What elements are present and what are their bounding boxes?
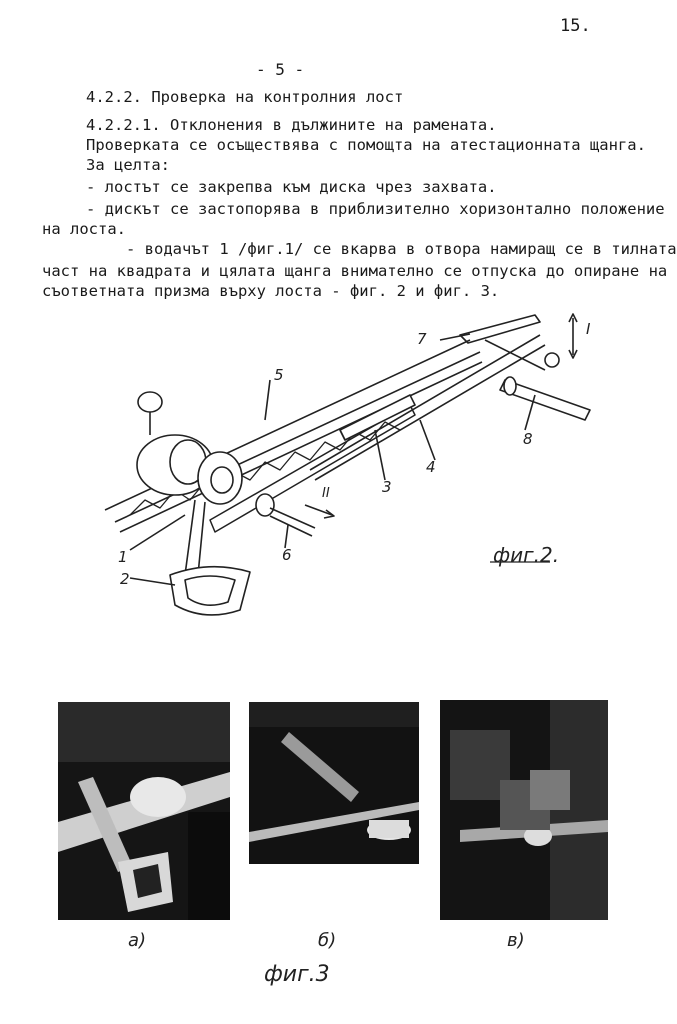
block-3	[339, 394, 416, 441]
label-I: I	[586, 320, 591, 338]
label-II: II	[322, 486, 330, 501]
photo-b-label: б)	[318, 930, 337, 951]
rod-8	[499, 379, 591, 421]
beam-lower-rail	[119, 361, 483, 533]
top-knob	[137, 391, 163, 413]
label-4: 4	[426, 458, 436, 476]
text-line: - водачът 1 /фиг.1/ се вкарва в отвора н…	[126, 240, 677, 258]
lever	[184, 499, 196, 576]
label-5: 5	[274, 366, 284, 384]
label-3: 3	[382, 478, 392, 496]
figure-3-caption: фиг.3	[264, 962, 330, 987]
knob-right	[544, 352, 560, 368]
text-line: - лостът се закрепва към диска чрез захв…	[86, 178, 497, 196]
figure-2-drawing	[104, 313, 591, 616]
label-7: 7	[417, 330, 427, 348]
photo-a	[58, 702, 230, 920]
text-line: съответната призма върху лоста - фиг. 2 …	[42, 282, 500, 300]
top-crossbar	[459, 314, 541, 344]
subsection-heading: 4.2.2.1. Отклонения в дължините на рамен…	[86, 116, 497, 134]
guide-rod-lower	[314, 344, 546, 481]
text-line: Проверката се осъществява с помощта на а…	[86, 136, 646, 154]
crossbar-arm	[484, 339, 546, 371]
guide-rod-upper	[309, 334, 541, 471]
label-1: 1	[118, 548, 128, 566]
figure-2-caption: фиг.2.	[493, 543, 560, 567]
photo-c-label: в)	[507, 930, 525, 951]
section-heading: 4.2.2. Проверка на контролния лост	[86, 88, 404, 106]
page-center-number: - 5 -	[256, 60, 305, 79]
arrow-II	[304, 504, 333, 516]
text-line: За целта:	[86, 156, 170, 174]
text-line: - дискът се застопорява в приблизително …	[86, 200, 665, 218]
photo-a-label: а)	[128, 930, 147, 951]
disc-front-hub	[210, 466, 234, 494]
label-6: 6	[282, 546, 292, 564]
label-2: 2	[120, 570, 130, 588]
text-line: на лоста.	[42, 220, 126, 238]
label-8: 8	[523, 430, 533, 448]
disc-front	[197, 451, 243, 505]
support-rail	[209, 404, 416, 533]
handle-2	[169, 565, 251, 616]
page-number: 15.	[560, 16, 591, 36]
photo-b	[249, 702, 419, 864]
photo-c	[440, 700, 608, 920]
text-line: част на квадрата и цялата щанга внимател…	[42, 262, 668, 280]
shaft-6	[255, 493, 275, 517]
